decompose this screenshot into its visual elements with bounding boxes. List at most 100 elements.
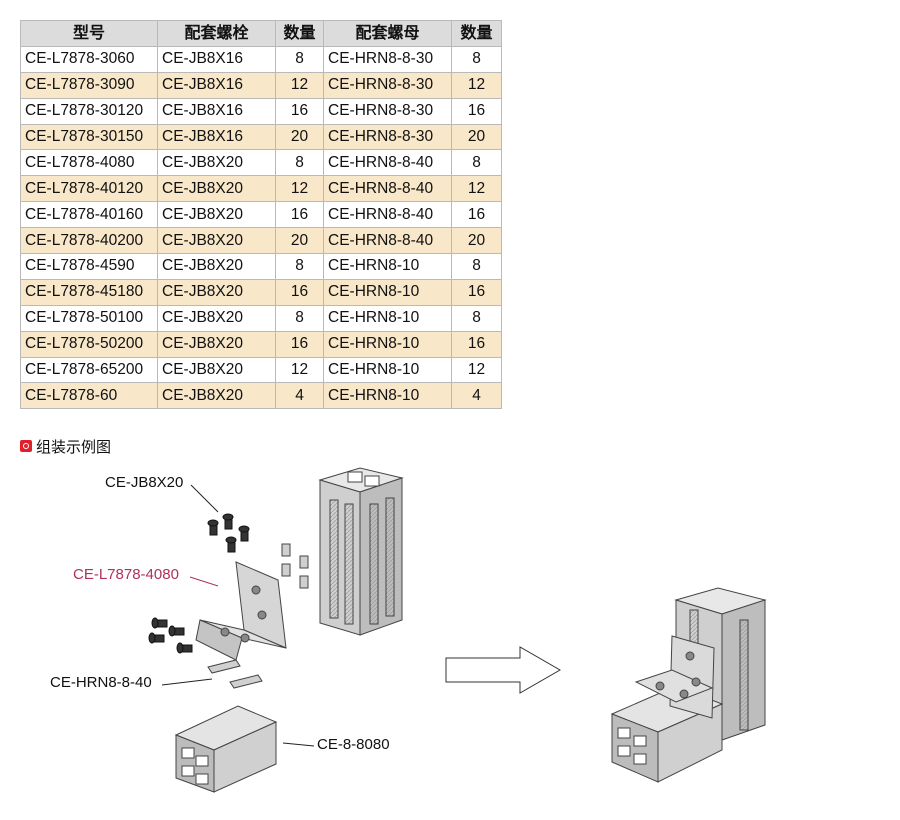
- cell-nut: CE-HRN8-8-40: [323, 175, 452, 203]
- header-nut: 配套螺母: [323, 20, 452, 47]
- cell-nut-qty: 20: [451, 123, 502, 151]
- cell-nut-qty: 12: [451, 356, 502, 384]
- cell-model: CE-L7878-40160: [20, 201, 158, 229]
- cell-nut-qty: 16: [451, 97, 502, 125]
- bolts-lower: [148, 617, 193, 654]
- cell-nut-qty: 20: [451, 227, 502, 255]
- cell-nut-qty: 8: [451, 149, 502, 177]
- assembled-view: [610, 587, 767, 783]
- cell-bolt-qty: 20: [275, 123, 324, 151]
- right-arrow-outline-icon: [445, 646, 562, 694]
- cell-bolt: CE-JB8X20: [157, 227, 276, 255]
- cell-bolt: CE-JB8X16: [157, 97, 276, 125]
- cell-model: CE-L7878-3060: [20, 45, 158, 73]
- cell-bolt-qty: 16: [275, 278, 324, 306]
- cell-bolt-qty: 20: [275, 227, 324, 255]
- cell-model: CE-L7878-4080: [20, 149, 158, 177]
- cell-bolt-qty: 8: [275, 304, 324, 332]
- bolts-upper: [207, 513, 250, 553]
- vertical-profile: [318, 467, 404, 636]
- cell-bolt: CE-JB8X16: [157, 45, 276, 73]
- cell-bolt: CE-JB8X20: [157, 382, 276, 410]
- header-bolt: 配套螺栓: [157, 20, 276, 47]
- cell-bolt-qty: 8: [275, 253, 324, 280]
- cell-model: CE-L7878-65200: [20, 356, 158, 384]
- cell-bolt: CE-JB8X20: [157, 201, 276, 229]
- cell-model: CE-L7878-45180: [20, 278, 158, 306]
- leader-lines: [161, 484, 315, 747]
- cell-nut: CE-HRN8-10: [323, 330, 452, 358]
- cell-nut: CE-HRN8-8-40: [323, 201, 452, 229]
- cell-bolt-qty: 12: [275, 356, 324, 384]
- cell-nut-qty: 16: [451, 201, 502, 229]
- cell-model: CE-L7878-50200: [20, 330, 158, 358]
- header-nut-qty: 数量: [451, 20, 502, 47]
- cell-bolt: CE-JB8X16: [157, 71, 276, 99]
- cell-model: CE-L7878-40120: [20, 175, 158, 203]
- red-circle-bullet-icon: [20, 440, 32, 452]
- cell-bolt-qty: 12: [275, 71, 324, 99]
- cell-model: CE-L7878-40200: [20, 227, 158, 255]
- cell-model: CE-L7878-60: [20, 382, 158, 410]
- cell-nut: CE-HRN8-8-40: [323, 149, 452, 177]
- cell-nut: CE-HRN8-10: [323, 278, 452, 306]
- cell-nut: CE-HRN8-10: [323, 304, 452, 332]
- cell-nut-qty: 12: [451, 175, 502, 203]
- cell-bolt: CE-JB8X20: [157, 253, 276, 280]
- cell-nut: CE-HRN8-10: [323, 356, 452, 384]
- table-header-row: 型号 配套螺栓 数量 配套螺母 数量: [20, 20, 502, 47]
- cell-nut-qty: 4: [451, 382, 502, 410]
- cell-nut-qty: 8: [451, 304, 502, 332]
- cell-bolt: CE-JB8X20: [157, 149, 276, 177]
- assembly-diagram: CE-JB8X20 CE-L7878-4080 CE-HRN8-8-40 CE-…: [0, 460, 900, 815]
- header-bolt-qty: 数量: [275, 20, 324, 47]
- cell-nut-qty: 8: [451, 45, 502, 73]
- cell-nut-qty: 12: [451, 71, 502, 99]
- cell-model: CE-L7878-50100: [20, 304, 158, 332]
- cell-nut: CE-HRN8-8-30: [323, 97, 452, 125]
- cell-nut: CE-HRN8-10: [323, 253, 452, 280]
- cell-bolt: CE-JB8X20: [157, 175, 276, 203]
- cell-nut: CE-HRN8-8-30: [323, 45, 452, 73]
- cell-nut: CE-HRN8-8-30: [323, 123, 452, 151]
- horizontal-profile: [174, 705, 278, 793]
- callout-profile: CE-8-8080: [317, 736, 390, 753]
- cell-nut: CE-HRN8-8-30: [323, 71, 452, 99]
- cell-bolt: CE-JB8X20: [157, 330, 276, 358]
- cell-nut-qty: 8: [451, 253, 502, 280]
- cell-bolt: CE-JB8X20: [157, 356, 276, 384]
- cell-model: CE-L7878-4590: [20, 253, 158, 280]
- section-header: 组装示例图: [20, 437, 111, 456]
- cell-bolt: CE-JB8X20: [157, 304, 276, 332]
- callout-nut: CE-HRN8-8-40: [50, 674, 152, 691]
- cell-bolt-qty: 16: [275, 330, 324, 358]
- cell-model: CE-L7878-30120: [20, 97, 158, 125]
- cell-nut: CE-HRN8-10: [323, 382, 452, 410]
- header-model: 型号: [20, 20, 158, 47]
- cell-bolt: CE-JB8X20: [157, 278, 276, 306]
- cell-nut-qty: 16: [451, 278, 502, 306]
- cell-bolt-qty: 16: [275, 97, 324, 125]
- cell-bolt: CE-JB8X16: [157, 123, 276, 151]
- assembly-drawing: [148, 467, 767, 793]
- cell-bolt-qty: 12: [275, 175, 324, 203]
- nuts-lower: [207, 659, 263, 689]
- l-bracket: [195, 561, 287, 661]
- cell-bolt-qty: 4: [275, 382, 324, 410]
- cell-nut: CE-HRN8-8-40: [323, 227, 452, 255]
- cell-nut-qty: 16: [451, 330, 502, 358]
